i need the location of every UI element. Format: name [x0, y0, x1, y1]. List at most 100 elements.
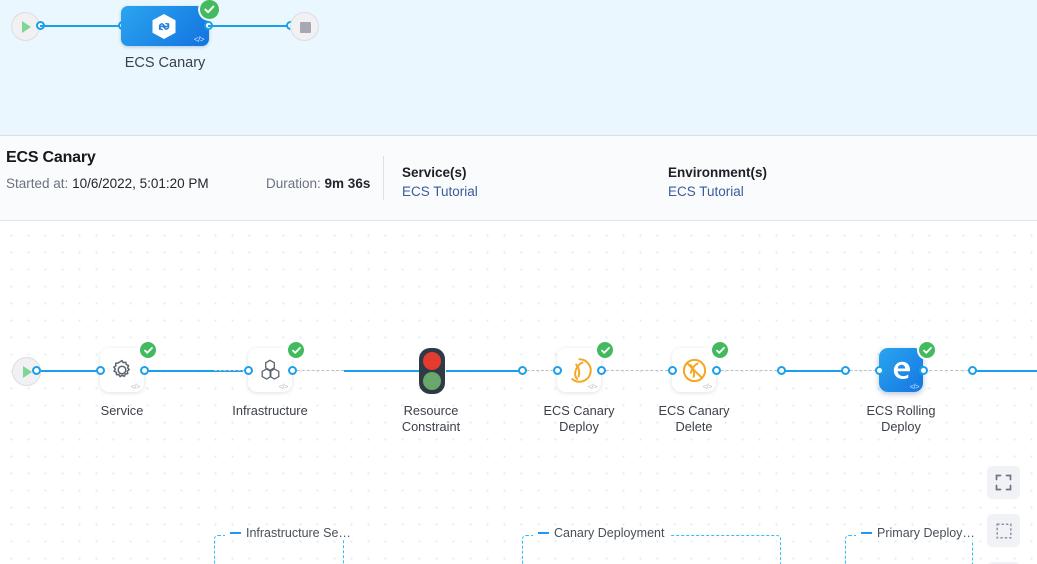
group-collapse-icon[interactable]: [538, 532, 549, 534]
stage-node-ecs-rolling-deploy[interactable]: </>: [879, 348, 923, 392]
duration-row: Duration: 9m 36s: [266, 176, 371, 191]
fit-to-screen-button[interactable]: [987, 514, 1020, 547]
connector-primary-end: [972, 370, 1037, 372]
connector-resource-canary: [446, 370, 524, 372]
pipeline-start-node[interactable]: [11, 12, 40, 41]
stage-node-ecs-canary-deploy[interactable]: </>: [557, 348, 601, 392]
node-label-ecs-canary-delete: ECS Canary Delete: [658, 403, 730, 434]
duration-value: 9m 36s: [324, 176, 371, 191]
stage-node-ecs-canary-delete[interactable]: </>: [672, 348, 716, 392]
group-label-text: Primary Deploy…: [877, 526, 975, 540]
environments-label: Environment(s): [668, 165, 768, 180]
started-at-value: 10/6/2022, 5:01:20 PM: [72, 176, 209, 191]
connector-start-service: [34, 370, 102, 372]
play-icon: [22, 21, 31, 33]
services-column: Service(s) ECS Tutorial: [402, 165, 478, 199]
green-check-icon: [712, 342, 728, 358]
connector-canary-group-in: [522, 370, 558, 371]
fit-to-screen-icon: [995, 522, 1012, 539]
stage-node-service[interactable]: </>: [100, 348, 144, 392]
execution-details-header: ECS Canary Started at: 10/6/2022, 5:01:2…: [0, 136, 1037, 221]
traffic-light-red: [423, 352, 441, 370]
connector-canary-primary: [780, 370, 850, 372]
page-title: ECS Canary: [6, 149, 96, 166]
mini-connector-1: [40, 25, 123, 27]
pipeline-end-node[interactable]: [290, 12, 319, 41]
port-canary-group-in: [518, 366, 527, 375]
connector-infra-group-in: [214, 370, 250, 371]
green-check-icon: [140, 342, 156, 358]
port-service-out: [140, 366, 149, 375]
node-label-resource-constraint: Resource Constraint: [401, 403, 461, 434]
code-tag: </>: [909, 382, 920, 391]
connector-canary-deploy-delete: [601, 370, 673, 371]
environment-link[interactable]: ECS Tutorial: [668, 184, 744, 199]
port-canary-group-out: [777, 366, 786, 375]
code-tag: </>: [193, 35, 205, 44]
port-infrastructure-out: [288, 366, 297, 375]
services-label: Service(s): [402, 165, 467, 180]
connector-service-infra: [145, 370, 243, 372]
port-infrastructure-in: [244, 366, 253, 375]
started-at-label: Started at: [6, 176, 65, 191]
port-canary-delete-in: [668, 366, 677, 375]
group-label: Canary Deployment: [533, 526, 670, 540]
node-label-ecs-canary-deploy: ECS Canary Deploy: [543, 403, 615, 434]
connector-primary-group-out: [924, 370, 974, 371]
connector-primary-group-in: [845, 370, 881, 371]
group-infrastructure-setup[interactable]: Infrastructure Se…: [214, 526, 356, 564]
group-label-text: Infrastructure Se…: [246, 526, 351, 540]
code-tag: </>: [702, 382, 713, 391]
port-service-in: [96, 366, 105, 375]
canary-bird-slash-icon: [672, 348, 716, 392]
code-tag: </>: [587, 382, 598, 391]
mini-pipeline-strip: </> ECS Canary: [0, 0, 1037, 136]
green-check-icon: [919, 342, 935, 358]
duration-label: Duration: [266, 176, 318, 191]
service-link[interactable]: ECS Tutorial: [402, 184, 478, 199]
code-tag: </>: [278, 382, 289, 391]
hexagon-cluster-icon: [248, 348, 292, 392]
group-primary-deployment[interactable]: Primary Deploy…: [845, 526, 980, 564]
port-primary-group-in: [841, 366, 850, 375]
node-label-ecs-rolling-deploy: ECS Rolling Deploy: [866, 403, 936, 434]
green-check-icon: [597, 342, 613, 358]
traffic-light-icon[interactable]: [419, 348, 445, 394]
zoom-controls[interactable]: + −: [987, 562, 1020, 564]
port-rolling-in: [875, 366, 884, 375]
group-collapse-icon[interactable]: [861, 532, 872, 534]
expand-fullscreen-icon: [995, 474, 1012, 491]
node-label-infrastructure: Infrastructure: [232, 403, 308, 418]
ecs-rolling-icon: [879, 348, 923, 392]
stage-node-infrastructure[interactable]: </>: [248, 348, 292, 392]
connector-canary-group-out: [716, 370, 782, 371]
green-check-icon: [200, 0, 219, 19]
group-label: Primary Deploy…: [856, 526, 980, 540]
stop-icon: [300, 22, 311, 33]
canary-bird-icon: [557, 348, 601, 392]
port-canary-delete-out: [712, 366, 721, 375]
port-rolling-out: [919, 366, 928, 375]
connector-infra-group-out: [292, 370, 344, 371]
connector-infra-resource: [344, 370, 422, 372]
group-canary-deployment[interactable]: Canary Deployment: [522, 526, 781, 564]
group-label-text: Canary Deployment: [554, 526, 665, 540]
expand-fullscreen-button[interactable]: [987, 466, 1020, 499]
header-divider: [383, 156, 384, 200]
group-collapse-icon[interactable]: [230, 532, 241, 534]
group-label: Infrastructure Se…: [225, 526, 356, 540]
port-start-out: [32, 366, 41, 375]
environments-column: Environment(s) ECS Tutorial: [668, 165, 767, 199]
play-icon: [23, 366, 32, 378]
mini-stage-label: ECS Canary: [124, 55, 206, 71]
mini-connector-2: [208, 25, 290, 27]
mini-stage-node-ecs-canary[interactable]: </>: [121, 6, 209, 46]
started-at-row: Started at: 10/6/2022, 5:01:20 PM: [6, 176, 209, 191]
pipeline-canvas[interactable]: Infrastructure Se… Canary Deployment Pri…: [0, 221, 1037, 564]
traffic-light-green: [423, 372, 441, 390]
port-canary-deploy-out: [597, 366, 606, 375]
port-canary-deploy-in: [553, 366, 562, 375]
code-tag: </>: [130, 382, 141, 391]
port-primary-group-out: [968, 366, 977, 375]
